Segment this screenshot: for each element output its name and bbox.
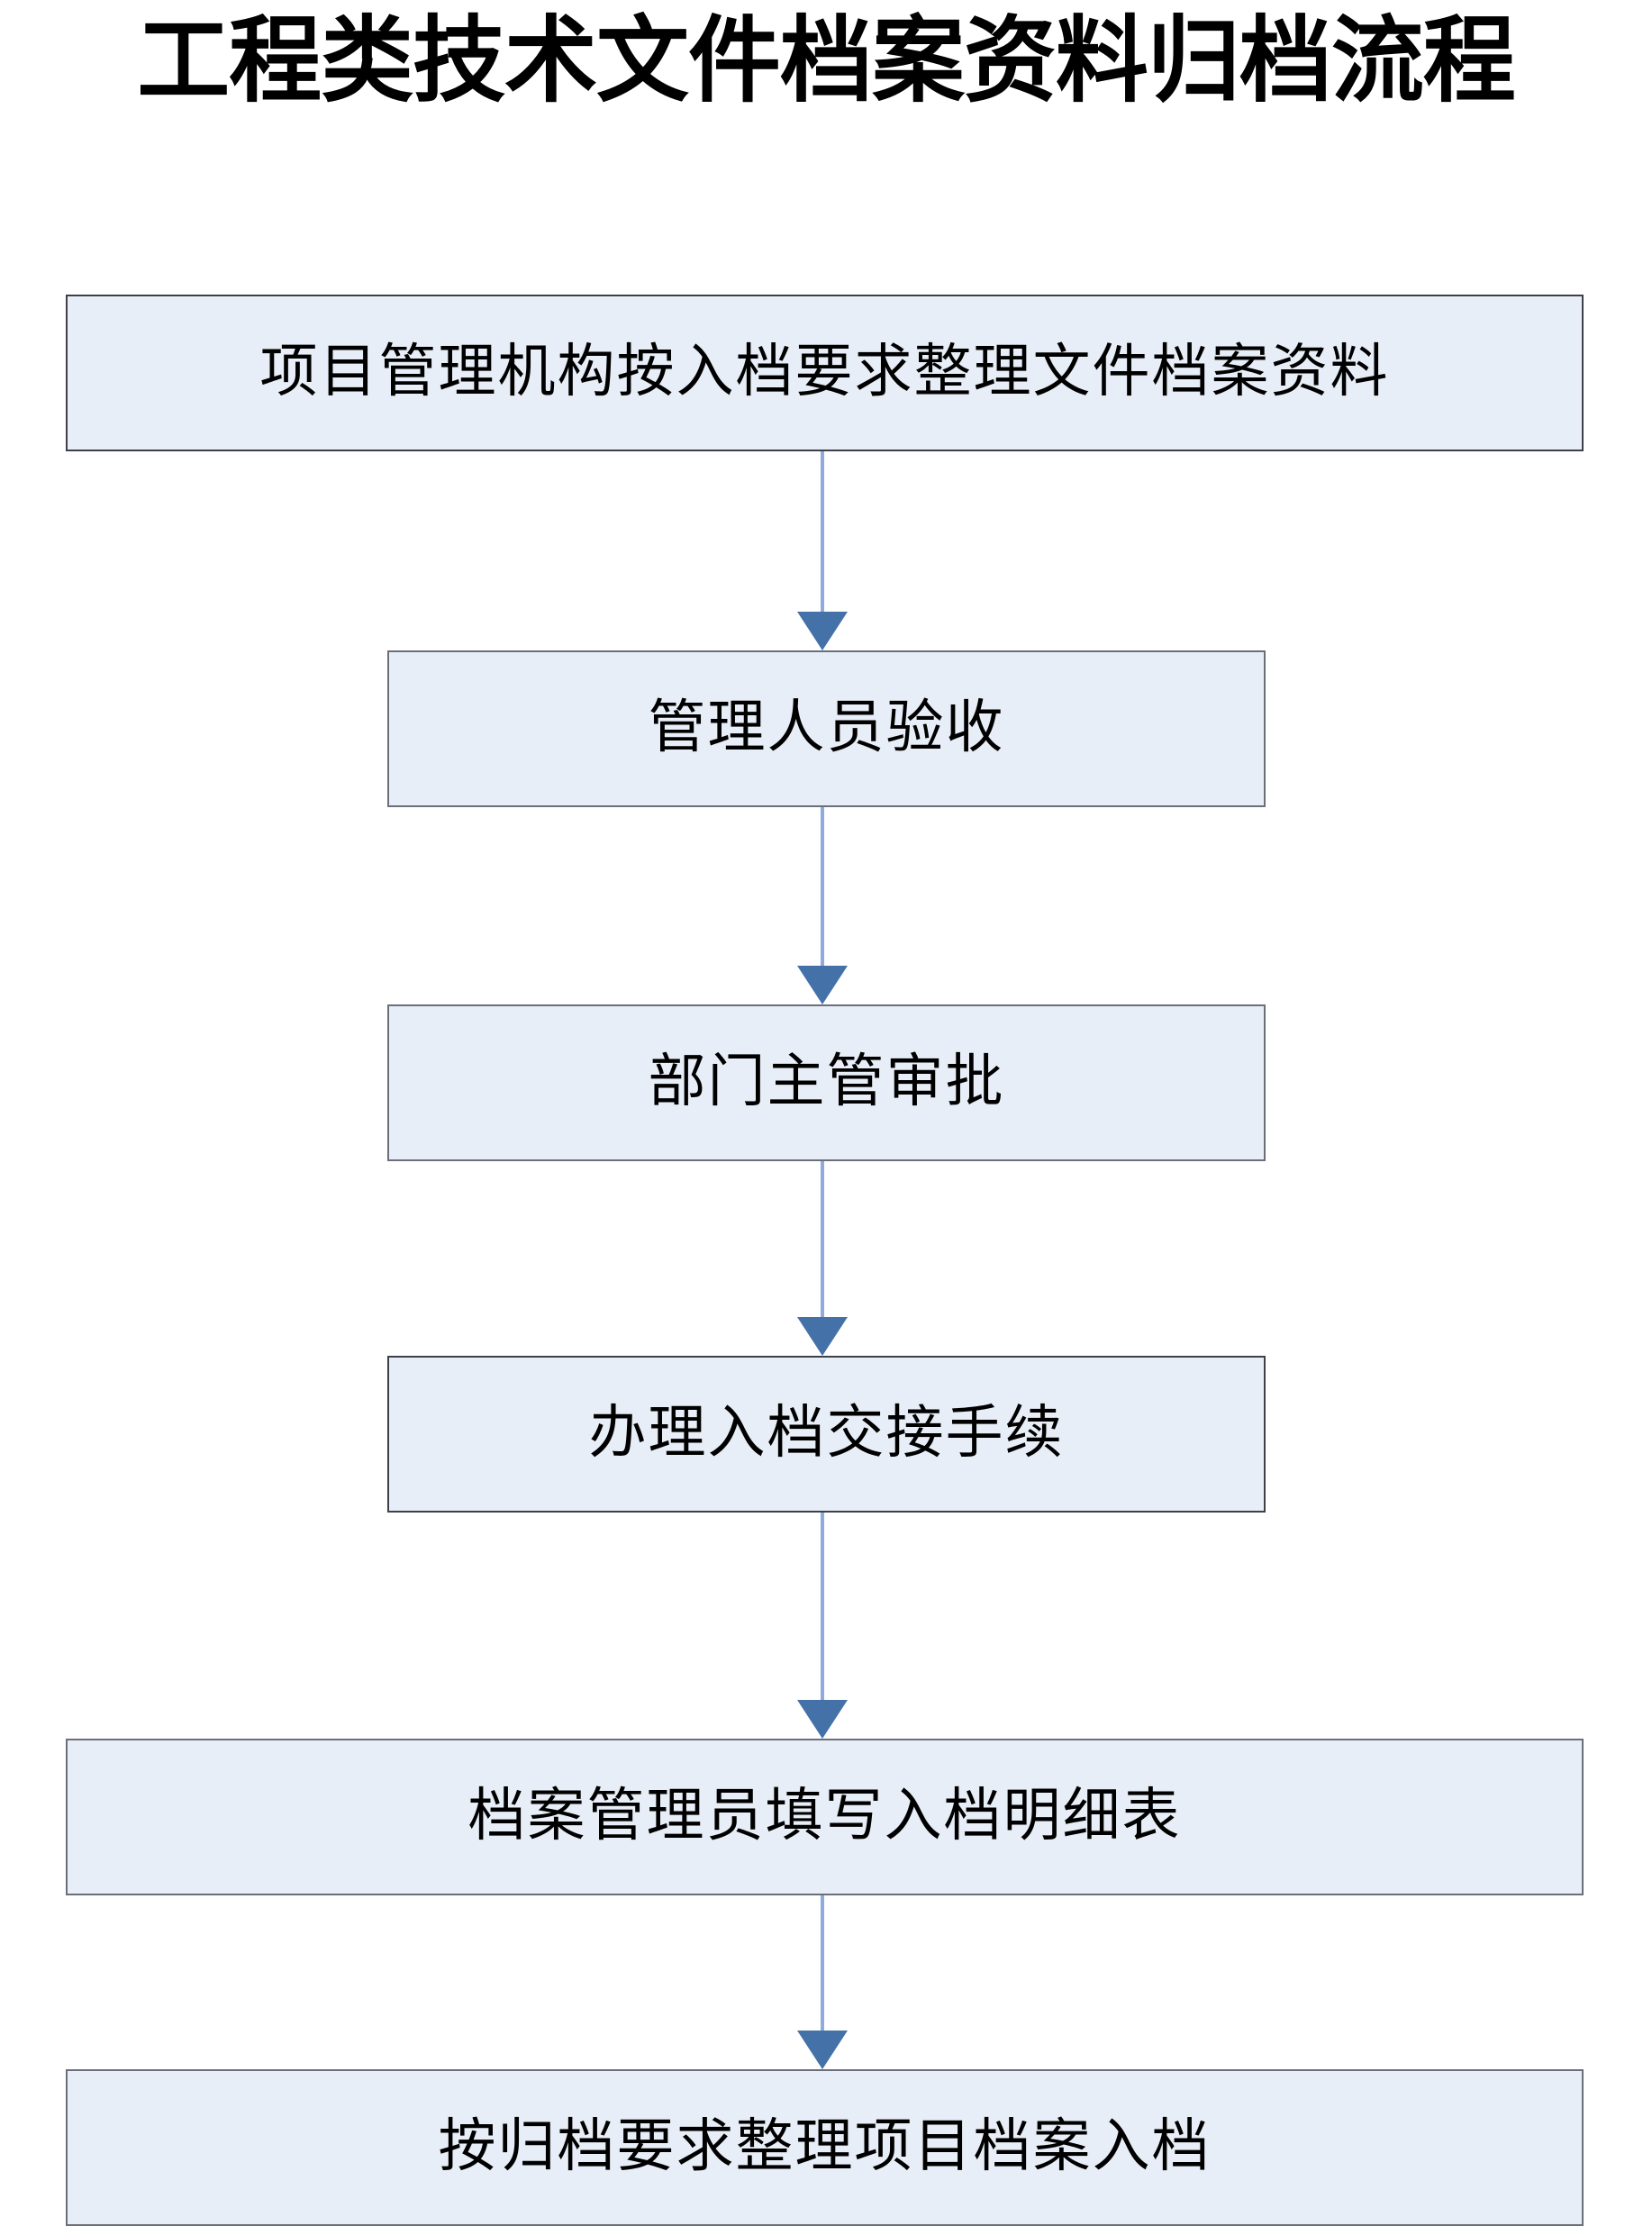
- process-step-4[interactable]: 办理入档交接手续: [387, 1356, 1266, 1513]
- connector-line: [821, 451, 824, 612]
- process-step-1[interactable]: 项目管理机构按入档要求整理文件档案资料: [66, 295, 1584, 451]
- connector-line: [821, 1895, 824, 2031]
- arrowhead-icon: [797, 966, 848, 1004]
- arrowhead-icon: [797, 1700, 848, 1739]
- process-step-2-label: 管理人员验收: [648, 695, 1005, 762]
- process-step-4-label: 办理入档交接手续: [588, 1400, 1065, 1467]
- connector-arrow-2-3: [797, 807, 848, 1004]
- page-title: 工程类技术文件档案资料归档流程: [137, 5, 1516, 115]
- process-step-1-label: 项目管理机构按入档要求整理文件档案资料: [259, 339, 1390, 406]
- connector-arrow-3-4: [797, 1161, 848, 1356]
- arrowhead-icon: [797, 2031, 848, 2069]
- connector-arrow-4-5: [797, 1513, 848, 1739]
- process-step-3[interactable]: 部门主管审批: [387, 1004, 1266, 1161]
- process-step-5-label: 档案管理员填写入档明细表: [467, 1783, 1182, 1850]
- process-step-3-label: 部门主管审批: [648, 1049, 1005, 1116]
- process-step-5[interactable]: 档案管理员填写入档明细表: [66, 1739, 1584, 1895]
- arrowhead-icon: [797, 1317, 848, 1356]
- process-step-6-label: 按归档要求整理项目档案入档: [438, 2113, 1212, 2181]
- connector-line: [821, 1513, 824, 1700]
- connector-line: [821, 1161, 824, 1317]
- process-step-6[interactable]: 按归档要求整理项目档案入档: [66, 2069, 1584, 2226]
- arrowhead-icon: [797, 612, 848, 650]
- connector-arrow-5-6: [797, 1895, 848, 2069]
- process-step-2[interactable]: 管理人员验收: [387, 650, 1266, 807]
- connector-arrow-1-2: [797, 451, 848, 650]
- connector-line: [821, 807, 824, 966]
